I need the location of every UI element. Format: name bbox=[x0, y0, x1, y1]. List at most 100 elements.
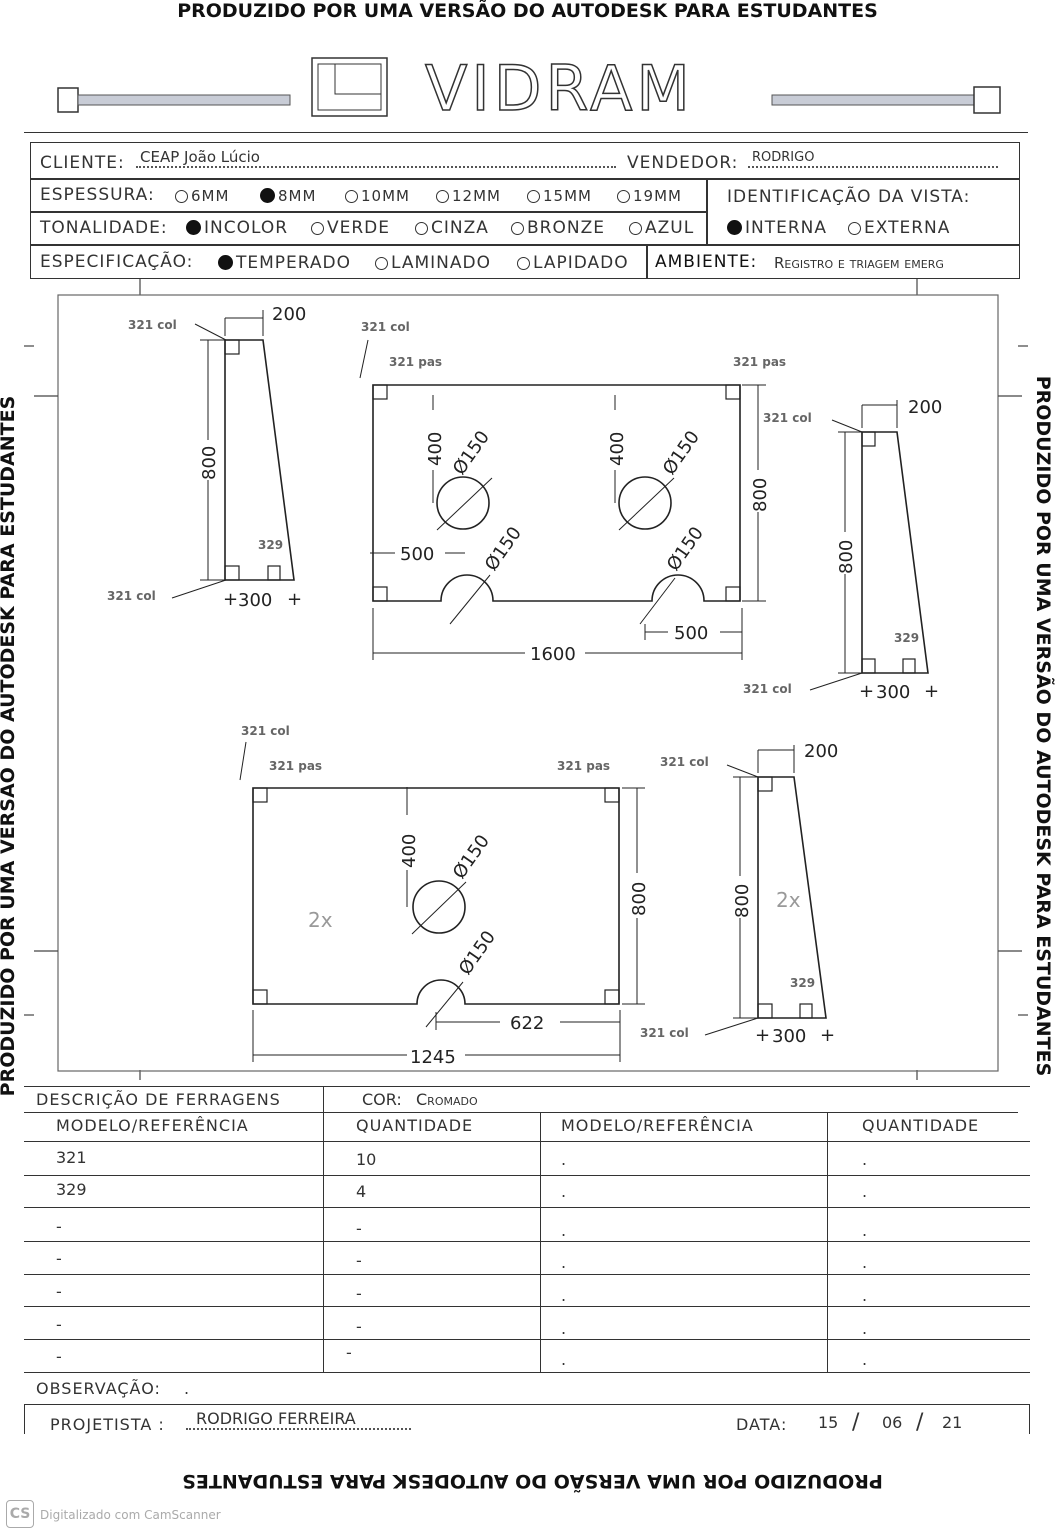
table-cell[interactable]: - bbox=[356, 1219, 362, 1238]
hw-label: 321 col bbox=[241, 724, 290, 738]
hw-label: 321 col bbox=[107, 589, 156, 603]
table-cell[interactable]: 321 bbox=[56, 1148, 87, 1167]
vista-opt-externa[interactable]: EXTERNA bbox=[848, 218, 950, 238]
radio-icon bbox=[629, 222, 642, 235]
radio-icon bbox=[311, 222, 324, 235]
radio-icon bbox=[375, 257, 388, 270]
ambiente-value[interactable]: Registro e triagem emerg bbox=[774, 254, 944, 272]
table-cell[interactable]: - bbox=[356, 1317, 362, 1336]
cliente-label: CLIENTE: bbox=[40, 153, 125, 173]
hw-label: 329 bbox=[258, 538, 283, 552]
table-cell[interactable]: - bbox=[56, 1249, 62, 1268]
projetista-value[interactable]: RODRIGO FERREIRA bbox=[196, 1409, 356, 1428]
watermark-bottom: PRODUZIDO POR UMA VERSÃO DO AUTODESK PAR… bbox=[182, 1470, 883, 1492]
radio-icon bbox=[175, 190, 188, 203]
table-cell[interactable]: . bbox=[862, 1182, 868, 1201]
espessura-opt-8mm[interactable]: 8MM bbox=[260, 187, 316, 205]
piece-bottom-rectangle bbox=[239, 741, 645, 1062]
table-cell[interactable]: - bbox=[56, 1282, 62, 1301]
dim-label: 400 bbox=[425, 432, 446, 466]
dim-label: 800 bbox=[199, 446, 220, 480]
dim-label: Ø150 bbox=[455, 927, 500, 979]
espessura-opt-12mm[interactable]: 12MM bbox=[436, 187, 501, 205]
camscanner-icon: CS bbox=[6, 1500, 34, 1528]
dim-label: 1245 bbox=[410, 1047, 456, 1068]
table-cell[interactable]: . bbox=[862, 1221, 868, 1240]
table-cell[interactable]: 329 bbox=[56, 1180, 87, 1199]
radio-icon bbox=[511, 222, 524, 235]
technical-drawing: 321 col 200 800 329 321 col 300 + + 321 … bbox=[24, 279, 1028, 1080]
vendedor-label: VENDEDOR: bbox=[627, 153, 739, 173]
radio-selected-icon bbox=[260, 188, 275, 203]
dim-label: 800 bbox=[629, 882, 650, 916]
table-cell[interactable]: - bbox=[356, 1284, 362, 1303]
observacao-value[interactable]: . bbox=[184, 1379, 190, 1398]
hw-label: 321 col bbox=[763, 411, 812, 425]
dim-tick: + bbox=[755, 1025, 770, 1046]
radio-icon bbox=[415, 222, 428, 235]
espessura-opt-6mm[interactable]: 6MM bbox=[175, 187, 229, 205]
table-cell[interactable]: . bbox=[862, 1319, 868, 1338]
logo-band bbox=[57, 57, 1001, 117]
especificacao-opt-lapidado[interactable]: LAPIDADO bbox=[517, 253, 629, 273]
vista-opt-interna[interactable]: INTERNA bbox=[727, 218, 827, 238]
data-month[interactable]: 06 bbox=[882, 1413, 903, 1432]
tonalidade-opt-cinza[interactable]: CINZA bbox=[415, 218, 489, 238]
espessura-opt-15mm[interactable]: 15MM bbox=[527, 187, 592, 205]
hw-label: 321 pas bbox=[269, 759, 322, 773]
table-cell[interactable]: . bbox=[862, 1253, 868, 1272]
table-cell[interactable]: . bbox=[561, 1319, 567, 1338]
especificacao-opt-temperado[interactable]: TEMPERADO bbox=[218, 253, 351, 273]
dim-label: 200 bbox=[272, 304, 306, 325]
table-cell[interactable]: - bbox=[56, 1315, 62, 1334]
dim-label: 300 bbox=[238, 590, 272, 611]
cor-label: COR: bbox=[362, 1090, 402, 1109]
dim-label: 1600 bbox=[530, 644, 576, 665]
table-cell[interactable]: . bbox=[561, 1350, 567, 1369]
hw-label: 321 col bbox=[660, 755, 709, 769]
table-cell[interactable]: . bbox=[862, 1150, 868, 1169]
cliente-value[interactable]: CEAP João Lúcio bbox=[140, 148, 260, 166]
table-cell[interactable]: . bbox=[561, 1182, 567, 1201]
dim-tick: + bbox=[820, 1025, 835, 1046]
dim-label: 200 bbox=[804, 741, 838, 762]
table-cell[interactable]: . bbox=[561, 1150, 567, 1169]
table-cell[interactable]: 4 bbox=[356, 1182, 367, 1201]
hw-label: 321 col bbox=[640, 1026, 689, 1040]
header-form bbox=[30, 142, 1020, 279]
dim-label: 200 bbox=[908, 397, 942, 418]
table-cell[interactable]: - bbox=[56, 1217, 62, 1236]
dim-tick: + bbox=[924, 681, 939, 702]
table-cell[interactable]: . bbox=[862, 1286, 868, 1305]
table-cell[interactable]: . bbox=[561, 1286, 567, 1305]
dim-label: 400 bbox=[399, 834, 420, 868]
cor-value[interactable]: Cromado bbox=[416, 1090, 478, 1109]
identificacao-label: IDENTIFICAÇÃO DA VISTA: bbox=[727, 187, 971, 207]
tonalidade-opt-bronze[interactable]: BRONZE bbox=[511, 218, 605, 238]
especificacao-opt-laminado[interactable]: LAMINADO bbox=[375, 253, 491, 273]
dim-label: 800 bbox=[750, 478, 771, 512]
tonalidade-opt-azul[interactable]: AZUL bbox=[629, 218, 694, 238]
ambiente-label: AMBIENTE: bbox=[655, 252, 758, 272]
table-cell[interactable]: . bbox=[561, 1253, 567, 1272]
tonalidade-opt-incolor[interactable]: INCOLOR bbox=[186, 218, 288, 238]
table-cell[interactable]: - bbox=[56, 1347, 62, 1366]
piece-bottom-right-trapezoid bbox=[704, 745, 827, 1036]
espessura-opt-10mm[interactable]: 10MM bbox=[345, 187, 410, 205]
tonalidade-opt-verde[interactable]: VERDE bbox=[311, 218, 390, 238]
date-separator: / bbox=[916, 1410, 924, 1435]
table-cell[interactable]: - bbox=[346, 1343, 352, 1362]
data-year[interactable]: 21 bbox=[942, 1413, 963, 1432]
hw-label: 321 col bbox=[743, 682, 792, 696]
hw-label: 329 bbox=[894, 631, 919, 645]
table-cell[interactable]: . bbox=[561, 1221, 567, 1240]
dim-label: Ø150 bbox=[481, 523, 526, 575]
hw-label: 321 col bbox=[361, 320, 410, 334]
table-cell[interactable]: - bbox=[356, 1251, 362, 1270]
data-day[interactable]: 15 bbox=[818, 1413, 839, 1432]
table-cell[interactable]: . bbox=[862, 1350, 868, 1369]
vendedor-value[interactable]: RODRIGO bbox=[752, 150, 815, 165]
table-cell[interactable]: 10 bbox=[356, 1150, 377, 1169]
espessura-opt-19mm[interactable]: 19MM bbox=[617, 187, 682, 205]
hardware-title: DESCRIÇÃO DE FERRAGENS bbox=[36, 1090, 281, 1109]
